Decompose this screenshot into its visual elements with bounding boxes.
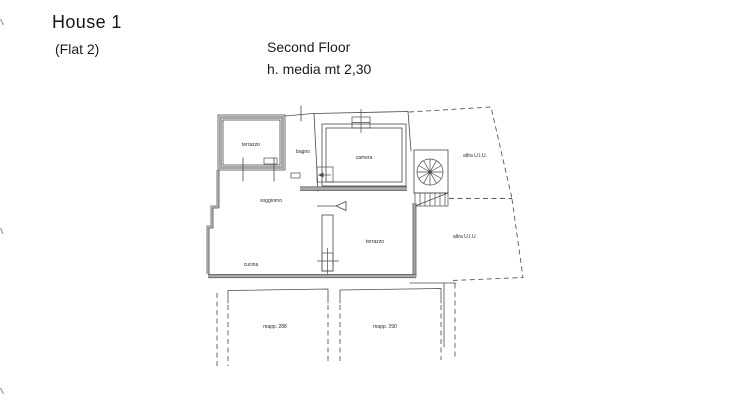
room-label-bagno: bagno xyxy=(296,149,310,155)
plan-height-note: h. media mt 2,30 xyxy=(267,61,372,77)
window-marker xyxy=(351,109,371,133)
room-label-terrazzo-nw: terrazzo xyxy=(242,142,260,148)
wall-camera-bottom xyxy=(300,186,407,191)
wall-exterior-left xyxy=(206,169,220,275)
door-marker xyxy=(263,157,278,165)
parcel-label-altra-uiu-top: altra U.I.U. xyxy=(463,153,487,159)
flat-subtitle: (Flat 2) xyxy=(55,41,100,57)
house-title: House 1 xyxy=(52,12,122,32)
boundary-altra-uiu-bottom xyxy=(451,198,524,281)
staircase-hatch xyxy=(414,192,449,207)
window-marker xyxy=(317,248,339,274)
parcel-label-mapp-288: mapp. 288 xyxy=(263,324,287,330)
terrace-nw xyxy=(217,114,286,182)
wall-terrace-right xyxy=(412,203,417,277)
scan-artifact xyxy=(0,18,5,395)
room-camera-walls xyxy=(316,109,407,187)
wall-central-column xyxy=(317,214,339,274)
parcel-label-mapp-290: mapp. 290 xyxy=(373,324,397,330)
spiral-staircase xyxy=(413,149,449,194)
room-label-soggiorno: soggiorno xyxy=(260,198,282,204)
door-marker xyxy=(316,166,334,183)
parcel-label-altra-uiu-bottom: altra U.I.U. xyxy=(453,234,477,240)
building-outline-top xyxy=(284,105,412,152)
room-label-camera: camera xyxy=(356,155,373,161)
boundary-altra-uiu-top xyxy=(408,106,513,199)
room-labels: terrazzo bagno camera soggiorno cucina t… xyxy=(242,142,487,330)
room-label-cucina: cucina xyxy=(244,262,259,268)
plan-title: Second Floor xyxy=(267,39,351,55)
railing-post-marker xyxy=(242,157,275,182)
entrance-arrow xyxy=(317,200,347,212)
walls-lower-right xyxy=(409,282,457,357)
wall-building-bottom xyxy=(208,273,416,279)
parcel-mapp-288 xyxy=(216,288,329,369)
sink-marker xyxy=(290,172,301,179)
room-label-terrazzo-center: terrazzo xyxy=(366,239,384,245)
parcel-mapp-290 xyxy=(339,288,442,364)
